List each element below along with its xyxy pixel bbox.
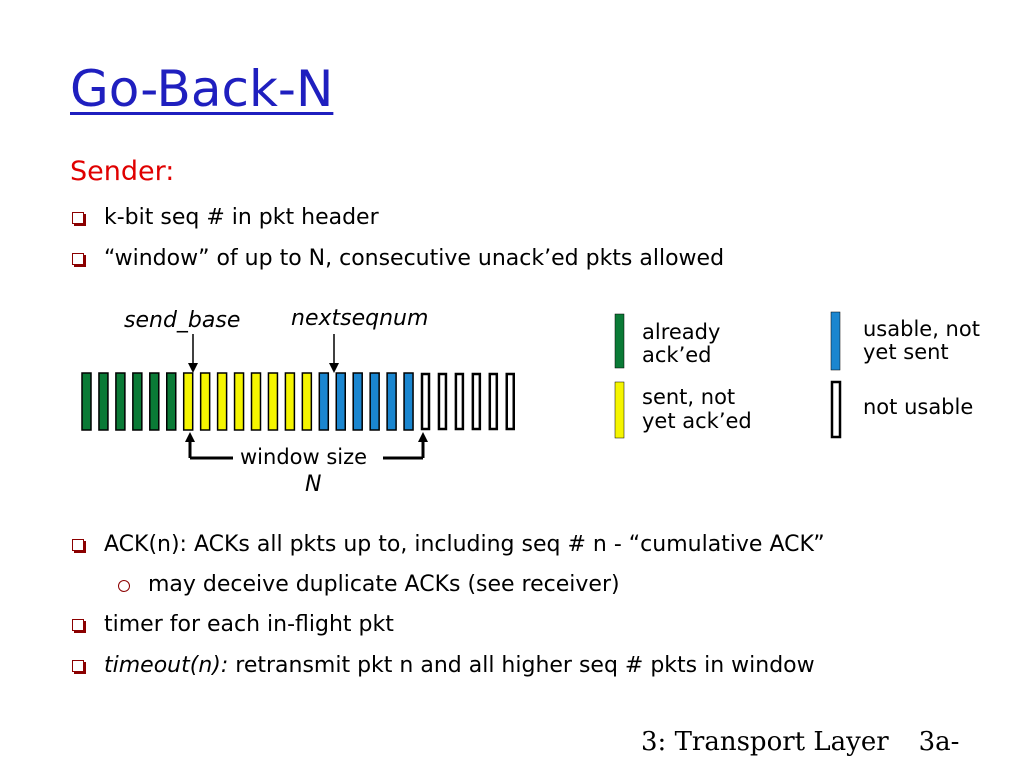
bullet-text: timeout(n): retransmit pkt n and all hig… [104,651,815,681]
circle-bullet-icon [118,580,130,592]
legend-label-already-acked: already [642,320,720,344]
packet-sent-not-acked [301,372,313,431]
window-size-bracket [185,432,428,460]
packet-already-acked [132,372,143,431]
legend-label-sent-not-acked: sent, not [642,385,735,409]
packet-sequence [81,372,515,431]
packet-sent-not-acked [284,372,296,431]
legend-label-usable-not-sent: yet sent [863,340,949,364]
legend-label-usable-not-sent: usable, not [863,317,980,341]
footer-page-number: 3a- [918,727,960,757]
packet-sent-not-acked [233,372,245,431]
legend-label-not-usable: not usable [863,395,973,419]
packet-usable-not-sent [403,372,414,431]
packet-not-usable [437,372,448,431]
packet-sent-not-acked [182,372,194,431]
slide-footer: 3: Transport Layer 3a- [641,727,959,757]
sender-heading: Sender: [70,156,175,187]
packet-sent-not-acked [267,372,279,431]
legend-swatch-already-acked [614,313,625,369]
square-bullet-icon [72,253,84,265]
legend-label-sent-not-acked: yet ack’ed [642,409,752,433]
packet-not-usable [488,372,499,431]
legend: already ack’ed usable, not yet sent sent… [614,311,980,439]
packet-already-acked [149,372,160,431]
legend-swatch-sent-not-acked [614,381,625,439]
window-size-symbol: N [305,472,321,497]
send-base-label: send_base [124,308,240,333]
packet-already-acked [98,372,109,431]
packet-already-acked [115,372,126,431]
packet-sent-not-acked [199,372,211,431]
packet-not-usable [454,372,465,431]
window-size-label: window size [240,445,367,469]
legend-swatch-not-usable [830,380,842,439]
packet-usable-not-sent [318,372,330,431]
bullet-text: ACK(n): ACKs all pkts up to, including s… [104,532,825,557]
bullet-text: may deceive duplicate ACKs (see receiver… [148,572,620,597]
bullet-text-rest: retransmit pkt n and all higher seq # pk… [228,653,815,678]
square-bullet-icon [72,212,84,224]
legend-swatch-usable-not-sent [830,311,841,371]
square-bullet-icon [72,539,84,551]
packet-usable-not-sent [352,372,363,431]
footer-section: 3: Transport Layer [641,727,889,757]
legend-label-already-acked: ack’ed [642,343,712,367]
bullet-text: “window” of up to N, consecutive unack’e… [104,246,725,271]
bullet-italic-term: timeout(n): [104,653,229,678]
square-bullet-icon [72,619,84,631]
square-bullet-icon [72,660,84,672]
slide-title: Go-Back-N [70,60,334,118]
packet-usable-not-sent [369,372,380,431]
packet-already-acked [166,372,177,431]
packet-usable-not-sent [335,372,346,431]
nextseqnum-label: nextseqnum [291,306,428,331]
bullet-text: timer for each in-flight pkt [104,612,394,637]
packet-not-usable [505,372,515,431]
packet-usable-not-sent [386,372,397,431]
packet-sent-not-acked [250,372,262,431]
packet-not-usable [471,372,482,431]
packet-already-acked [81,372,92,431]
packet-sent-not-acked [216,372,228,431]
bullet-text: k-bit seq # in pkt header [104,205,379,230]
packet-not-usable [420,372,431,431]
